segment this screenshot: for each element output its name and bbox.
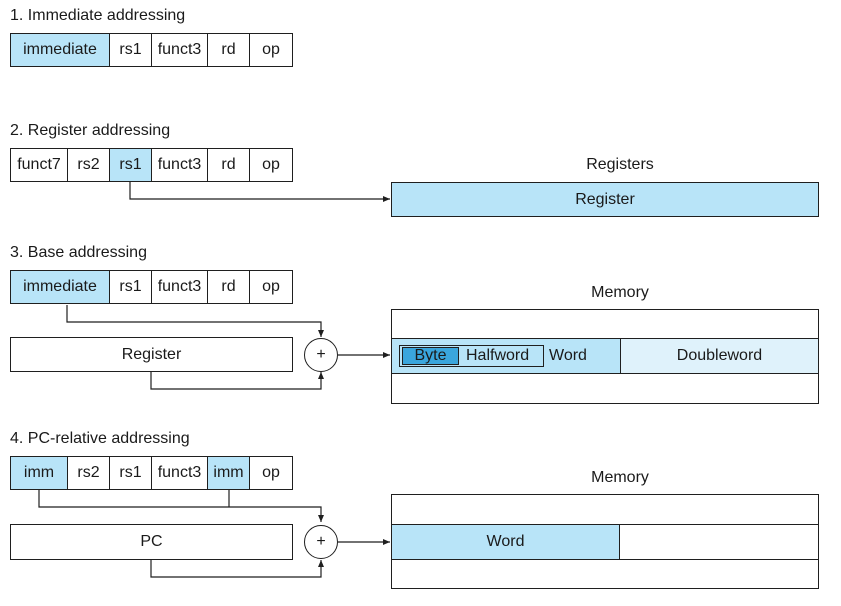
memory-label-pc: Memory: [591, 469, 649, 486]
base-register-box: Register: [10, 337, 293, 372]
field-funct3: funct3: [152, 271, 208, 303]
heading-register-addressing: 2. Register addressing: [10, 122, 171, 139]
field-funct3: funct3: [152, 34, 208, 66]
empty-cell-pc: [619, 524, 819, 560]
heading-immediate-addressing: 1. Immediate addressing: [10, 7, 186, 24]
word-label: Word: [549, 347, 587, 364]
halfword-label: Halfword: [466, 347, 530, 364]
field-rd: rd: [208, 34, 250, 66]
field-op: op: [262, 464, 280, 481]
field-rs2: rs2: [68, 149, 110, 181]
immediate-to-adder-wire: [66, 305, 324, 337]
field-rs1: rs1: [110, 457, 152, 489]
field-op: op: [262, 41, 280, 58]
field-funct3: funct3: [152, 457, 208, 489]
register-to-adder-wire: [150, 372, 324, 390]
field-rs2: rs2: [68, 457, 110, 489]
field-op: op: [262, 278, 280, 295]
instruction-format-pc-relative: imm rs2 rs1 funct3 imm op: [10, 456, 293, 490]
word-cell-pc: Word: [391, 524, 620, 560]
byte-cell: Byte: [402, 347, 459, 365]
registers-label: Registers: [586, 156, 654, 173]
field-immediate: immediate: [11, 271, 110, 303]
imm-high-to-adder-wire: [38, 490, 324, 522]
instruction-format-register: funct7 rs2 rs1 funct3 rd op: [10, 148, 293, 182]
field-imm-high: imm: [11, 457, 68, 489]
instruction-format-base: immediate rs1 funct3 rd op: [10, 270, 293, 304]
field-funct7: funct7: [11, 149, 68, 181]
pc-to-adder-wire: [150, 560, 324, 578]
field-rs1: rs1: [110, 34, 152, 66]
register-box: Register: [391, 182, 819, 217]
doubleword-label: Doubleword: [676, 347, 763, 364]
field-rd: rd: [208, 271, 250, 303]
doubleword-cell: Doubleword: [620, 338, 819, 374]
field-rs1: rs1: [110, 271, 152, 303]
field-immediate: immediate: [11, 34, 110, 66]
heading-pc-relative-addressing: 4. PC-relative addressing: [10, 430, 190, 447]
field-rd: rd: [208, 149, 250, 181]
word-label-pc: Word: [486, 533, 525, 550]
heading-base-addressing: 3. Base addressing: [10, 244, 147, 261]
rs1-to-register-wire: [129, 182, 390, 202]
field-funct3: funct3: [152, 149, 208, 181]
adder-circle: +: [304, 338, 338, 372]
field-op: op: [262, 156, 280, 173]
adder-circle-pc: +: [304, 525, 338, 559]
field-rs1: rs1: [110, 149, 152, 181]
byte-label: Byte: [414, 347, 447, 364]
memory-label: Memory: [591, 284, 649, 301]
instruction-format-immediate: immediate rs1 funct3 rd op: [10, 33, 293, 67]
pc-box: PC: [10, 524, 293, 560]
field-imm-low: imm: [208, 457, 250, 489]
